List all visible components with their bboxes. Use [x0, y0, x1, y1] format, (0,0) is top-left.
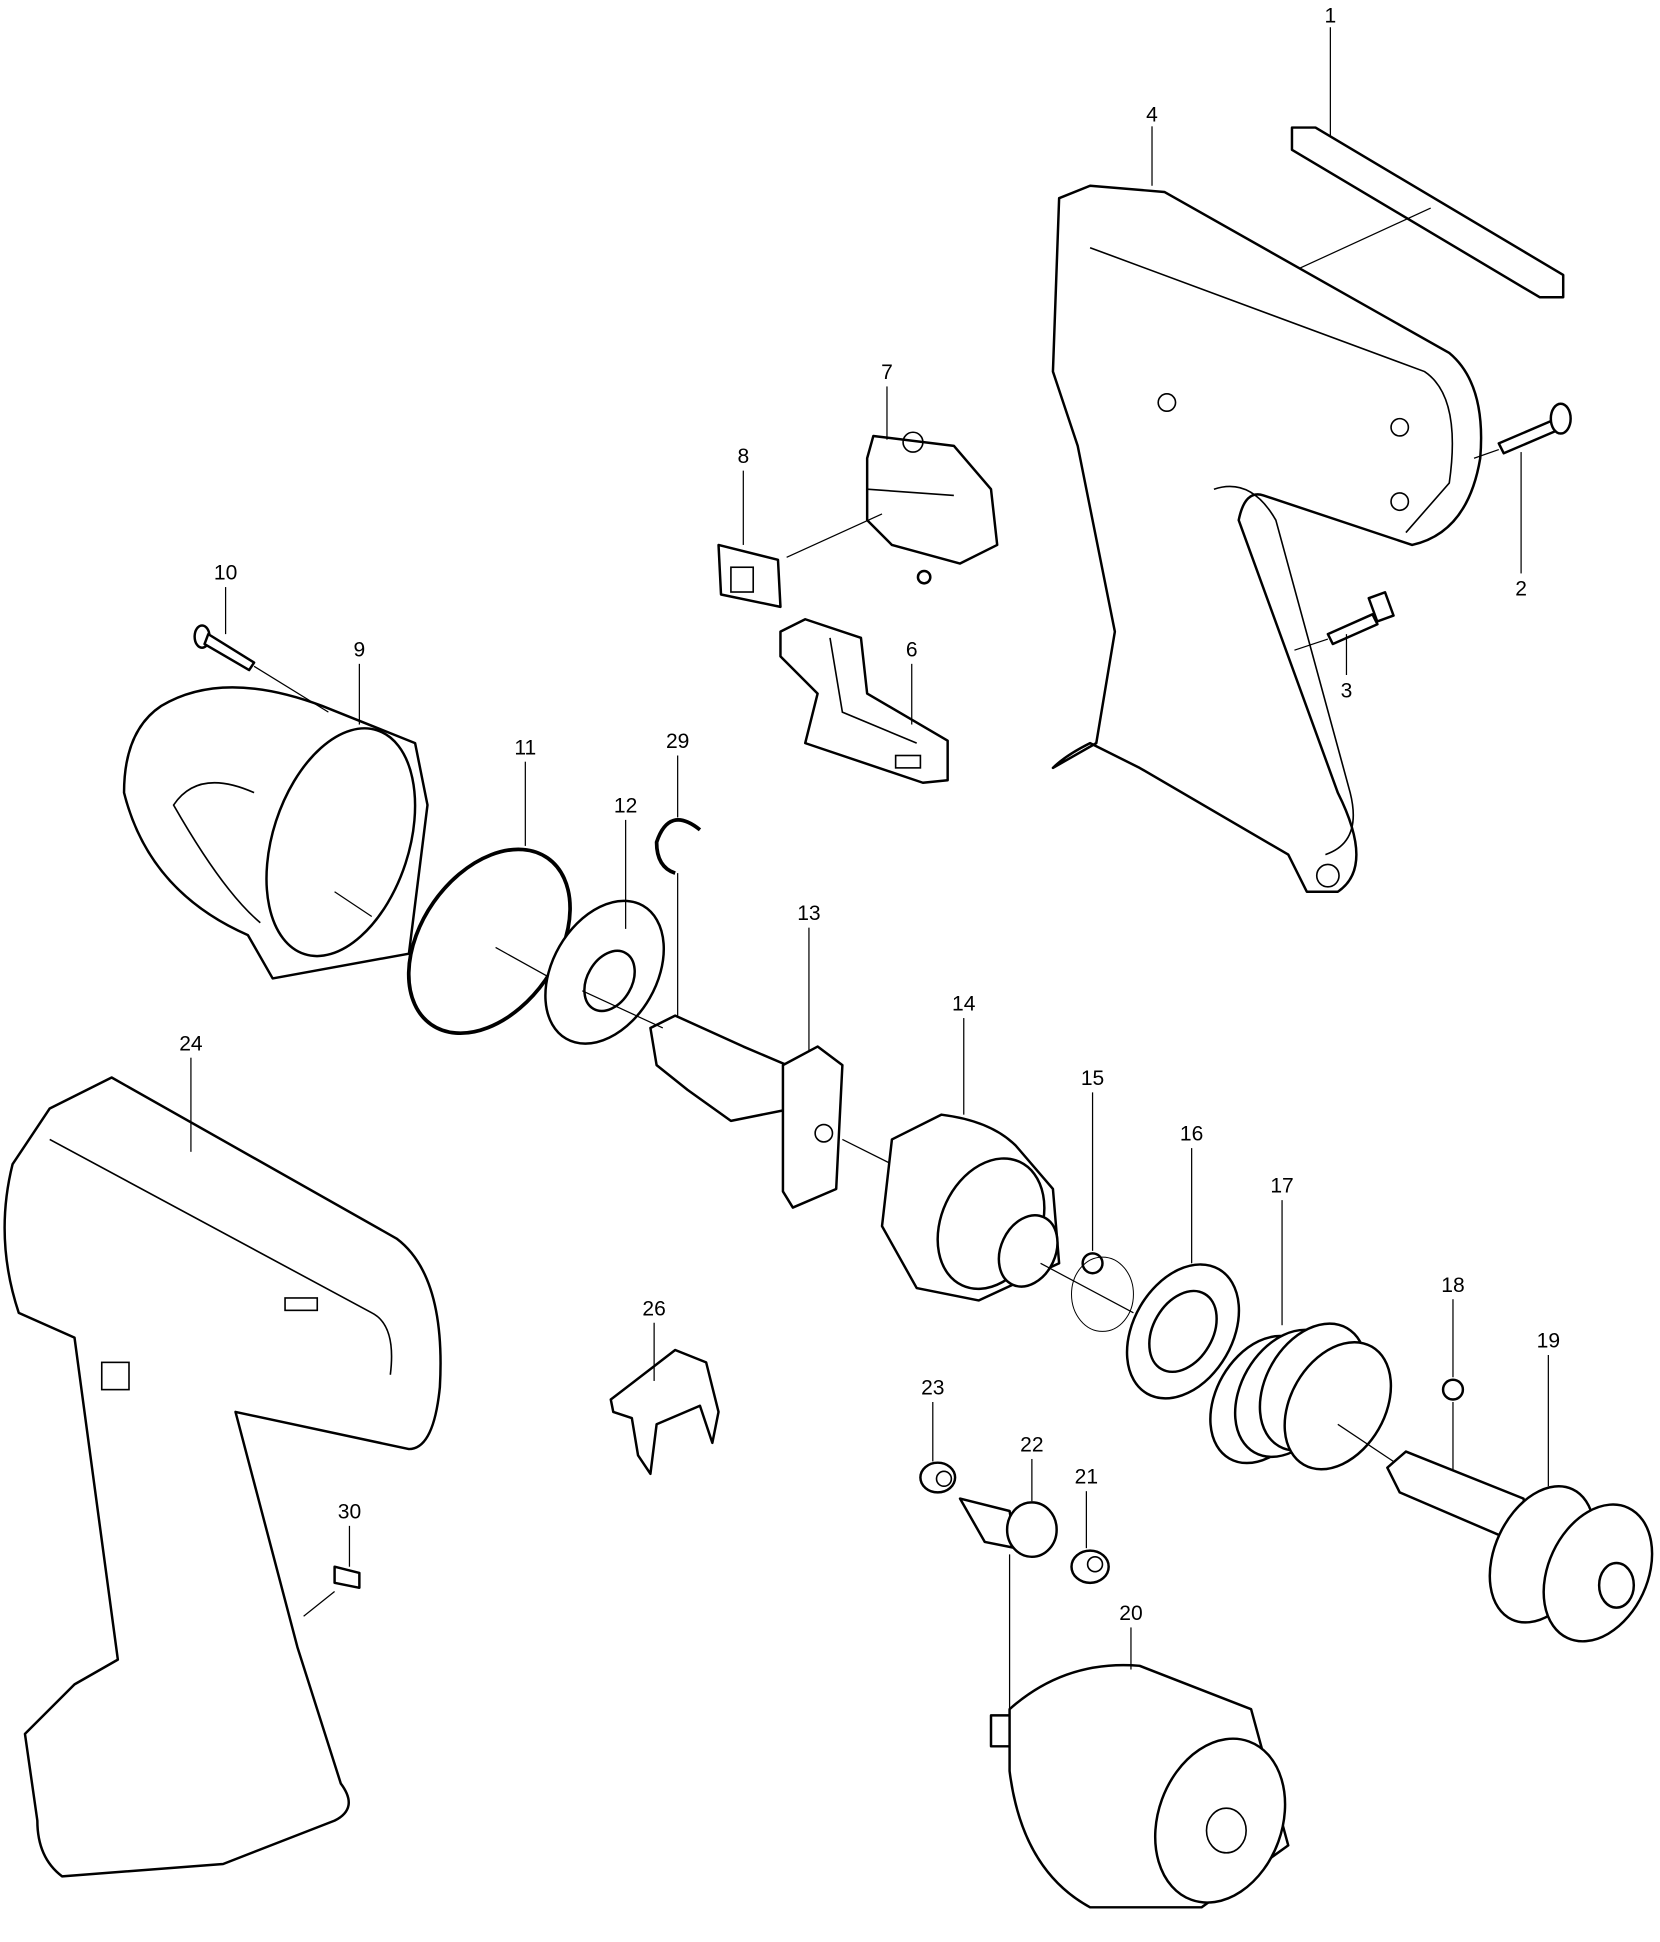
label-30: 30: [338, 1500, 361, 1523]
part-17-spring: [1209, 1200, 1394, 1471]
label-12: 12: [614, 794, 637, 817]
label-15: 15: [1081, 1067, 1104, 1090]
part-19-anvil: [1386, 1354, 1654, 1643]
label-4: 4: [1146, 103, 1158, 126]
part-16-washer: [1125, 1148, 1241, 1400]
part-29-retaining-ring: [654, 755, 702, 1016]
part-22-gear: [958, 1458, 1058, 1716]
label-14: 14: [952, 993, 976, 1016]
label-19: 19: [1537, 1330, 1560, 1353]
part-26-terminal: [609, 1322, 720, 1476]
part-7-switch: [786, 386, 999, 585]
part-4-housing-half: [1051, 126, 1483, 893]
part-13-spindle: [649, 927, 893, 1209]
part-11-o-ring: [406, 761, 572, 1036]
label-22: 22: [1020, 1434, 1043, 1457]
label-10: 10: [214, 562, 237, 585]
label-23: 23: [921, 1377, 944, 1400]
part-6-bracket: [779, 618, 949, 784]
part-1-nameplate: [1263, 27, 1565, 299]
label-21: 21: [1075, 1466, 1098, 1489]
label-8: 8: [737, 445, 749, 468]
label-7: 7: [881, 361, 893, 384]
label-20: 20: [1119, 1602, 1142, 1625]
label-9: 9: [354, 638, 366, 661]
part-24-housing-half: [3, 1057, 442, 1878]
label-24: 24: [179, 1032, 203, 1055]
part-9-gear-housing: [122, 663, 429, 980]
label-29: 29: [666, 730, 689, 753]
label-17: 17: [1270, 1175, 1293, 1198]
label-13: 13: [797, 902, 820, 925]
label-18: 18: [1441, 1274, 1464, 1297]
label-1: 1: [1325, 4, 1337, 27]
part-3-screw: [1294, 591, 1395, 675]
part-15-steel-ball: [1071, 1092, 1134, 1332]
part-30-pin: [303, 1525, 361, 1617]
label-6: 6: [906, 638, 918, 661]
part-23-bearing: [919, 1402, 957, 1494]
label-2: 2: [1515, 578, 1527, 601]
part-2-screw: [1473, 402, 1572, 574]
part-14-hammer: [880, 1018, 1134, 1314]
part-20-motor: [989, 1627, 1290, 1909]
part-21-bearing: [1070, 1491, 1110, 1585]
label-11: 11: [514, 736, 536, 759]
part-8-switch-lever: [717, 470, 782, 609]
label-26: 26: [642, 1297, 665, 1320]
part-12-washer: [544, 819, 666, 1045]
part-10-screw: [193, 587, 329, 713]
label-16: 16: [1180, 1123, 1203, 1146]
label-3: 3: [1341, 679, 1353, 702]
part-18-steel-ball: [1441, 1299, 1465, 1493]
